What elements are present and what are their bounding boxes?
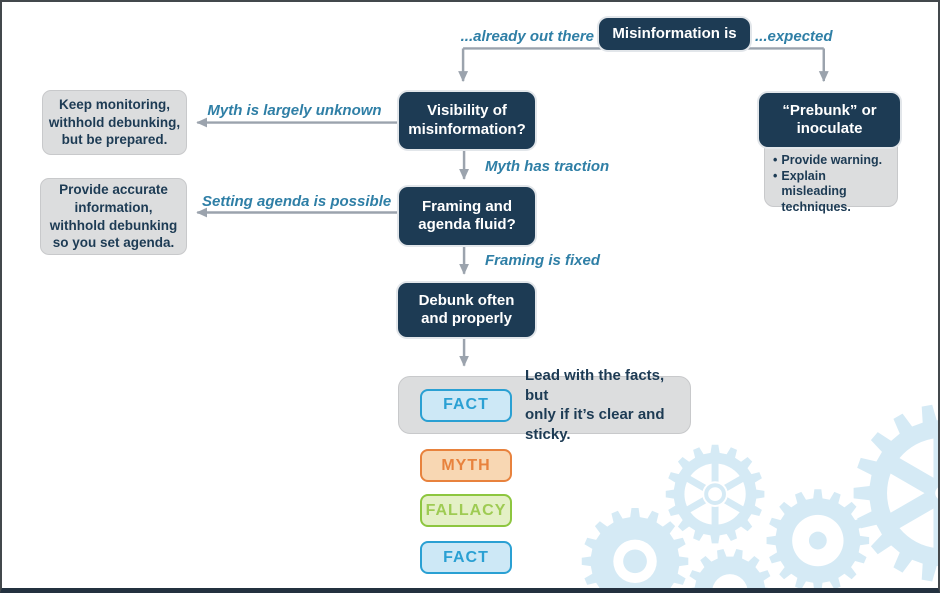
legend-badge-fact: FACT: [420, 541, 512, 574]
fact-result-panel: FACT Lead with the facts, but only if it…: [398, 367, 691, 443]
gear-icon: [581, 508, 689, 588]
bullet-text: Provide warning.: [781, 153, 883, 167]
bullet-icon: •: [773, 153, 778, 167]
gear-icon: [689, 548, 771, 588]
fact-panel-text: Lead with the facts, but only if it’s cl…: [525, 367, 665, 443]
list-item: • Provide warning.: [773, 153, 893, 169]
legend-badge-fallacy: FALLACY: [420, 494, 512, 527]
gear-icon: [853, 404, 938, 582]
prebunk-bullet-list: • Provide warning. • Explain misleading …: [773, 153, 893, 216]
bullet-icon: •: [773, 168, 778, 183]
edge-label-setting-agenda-possible: Setting agenda is possible: [202, 193, 392, 210]
outcome-provide-accurate: Provide accurate information, withhold d…: [40, 178, 187, 255]
node-misinformation-is: Misinformation is: [599, 18, 750, 50]
edge-label-myth-has-traction: Myth has traction: [485, 158, 610, 175]
legend-badge-myth: MYTH: [420, 449, 512, 482]
edge-label-framing-is-fixed: Framing is fixed: [485, 252, 601, 269]
edge-label-expected: ...expected: [755, 28, 833, 45]
gear-icon: [665, 444, 765, 544]
edge-label-already-out-there: ...already out there: [460, 28, 594, 45]
bullet-text: Explain misleading techniques.: [781, 168, 851, 214]
edge-label-myth-largely-unknown: Myth is largely unknown: [207, 102, 382, 119]
list-item: • Explain misleading techniques.: [773, 169, 893, 216]
outcome-keep-monitoring: Keep monitoring, withhold debunking, but…: [42, 90, 187, 155]
node-framing-agenda-fluid: Framing and agenda fluid?: [399, 187, 535, 245]
node-prebunk-or-inoculate: “Prebunk” or inoculate: [759, 93, 900, 147]
fact-badge: FACT: [420, 388, 512, 422]
node-debunk-often-properly: Debunk often and properly: [398, 283, 535, 337]
node-visibility-of-misinformation: Visibility of misinformation?: [399, 92, 535, 149]
gear-icon: [766, 489, 870, 588]
